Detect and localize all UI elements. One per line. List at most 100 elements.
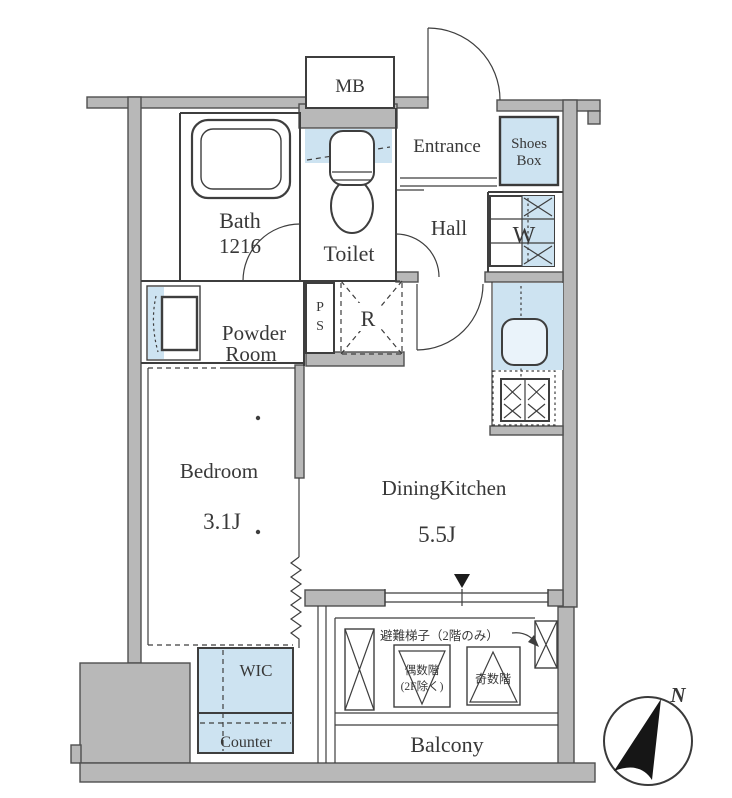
even-hatch-shape	[398, 650, 446, 706]
balcony-access-marker	[454, 574, 470, 588]
dining-kitchen: DiningKitchen 5.5J	[382, 476, 507, 588]
shoes-box-label-1: Shoes	[511, 136, 547, 152]
bath-door-arc	[242, 223, 301, 282]
shoes-box-label-2: Box	[516, 153, 542, 169]
washer-space: W	[487, 191, 563, 272]
entrance-label: Entrance	[413, 136, 481, 157]
dk-size-label: 5.5J	[418, 522, 456, 547]
window-lines	[384, 589, 549, 606]
odd-hatch-shape	[469, 650, 518, 703]
toilet-door-arc	[395, 233, 440, 278]
wall-bottom-left-foot	[70, 744, 82, 764]
ps-label-2: S	[316, 319, 324, 334]
service-strip	[317, 606, 327, 763]
handle-dot-bottom	[255, 529, 261, 535]
odd-floor-label: 奇数階	[475, 671, 511, 686]
pipe-space: P S	[305, 282, 335, 354]
dk-window	[384, 589, 549, 606]
mb-label: MB	[335, 76, 365, 97]
ps-box	[305, 282, 335, 354]
toilet-label: Toilet	[323, 241, 374, 266]
even-hatch-box	[393, 644, 451, 708]
bedroom-size-label: 3.1J	[203, 509, 241, 534]
hall-label: Hall	[431, 216, 467, 240]
toilet-bowl	[330, 178, 374, 234]
refrigerator-space: R	[340, 280, 403, 355]
toilet-tank	[329, 130, 375, 186]
compass: N	[603, 683, 693, 786]
bedroom: Bedroom 3.1J	[147, 367, 303, 648]
balcony-right-x	[534, 620, 558, 669]
entrance-door-arc	[427, 27, 501, 101]
wall-bottom-band	[79, 762, 596, 783]
wall-top-right	[496, 99, 601, 112]
fridge-label: R	[361, 306, 376, 331]
balcony-outline	[334, 617, 558, 763]
escape-ladder-note: 避難梯子（2階のみ）	[380, 628, 499, 643]
washstand-dash	[152, 295, 159, 353]
counter-label: Counter	[220, 734, 272, 751]
bathtub-inner	[200, 128, 282, 190]
compass-north-label: N	[669, 683, 686, 707]
powder-label-1: Powder	[222, 321, 286, 345]
wall-below-ps	[305, 351, 405, 367]
mb-outline	[305, 56, 395, 109]
wic-label: WIC	[239, 661, 272, 680]
odd-hatch-box	[466, 646, 521, 706]
powder-room: Powder Room	[141, 281, 305, 366]
wall-bedroom-dk-partition	[294, 364, 305, 479]
balcony-left-x	[344, 628, 375, 711]
bath-label: Bath	[219, 208, 261, 233]
even-floor-label-1: 偶数階	[405, 663, 440, 677]
toilet-room: Toilet	[305, 108, 397, 281]
accordion-door	[289, 556, 303, 648]
handle-dot-top	[255, 415, 261, 421]
wall-balcony-right	[557, 606, 575, 766]
escape-ladder-arrowhead	[528, 635, 539, 647]
dk-door	[416, 283, 484, 351]
compass-circle	[603, 696, 693, 786]
wall-bottom-left-block	[79, 662, 191, 764]
shoes-box	[498, 115, 560, 187]
wall-dk-bottom-right	[547, 589, 564, 607]
powder-walls	[141, 281, 305, 366]
washstand-blue	[148, 287, 164, 359]
wall-right	[562, 99, 578, 608]
wic-box	[197, 647, 294, 754]
wall-left	[127, 96, 142, 664]
entrance-area: Entrance Shoes Box Hall	[395, 115, 560, 278]
washer-nook-walls	[487, 191, 563, 272]
bathtub	[190, 118, 292, 200]
wall-kitchen-end	[489, 425, 564, 436]
even-floor-label-2: (2F除く)	[401, 679, 444, 693]
meter-box: MB	[305, 56, 395, 109]
balcony: 避難梯子（2階のみ） 偶数階 (2F除く) 奇数階 Balcony	[334, 617, 558, 763]
washer-grid	[490, 196, 554, 266]
entrance-door	[427, 27, 501, 101]
wall-dk-bottom-left	[304, 589, 386, 607]
compass-needle	[614, 699, 661, 780]
balcony-label: Balcony	[410, 732, 483, 757]
dk-label: DiningKitchen	[382, 476, 507, 500]
service-strip-walls	[317, 606, 327, 763]
wall-top-right-stub	[587, 110, 601, 125]
washer-cell-x	[523, 197, 553, 265]
wall-top-left	[86, 96, 429, 109]
washer-label: W	[513, 223, 536, 249]
entrance-step-lines	[396, 177, 497, 191]
bath-room: Bath 1216	[141, 112, 396, 282]
washstand-bowl	[160, 295, 199, 352]
powder-label-2: Room	[225, 342, 276, 366]
wic: WIC Counter	[197, 647, 294, 754]
kitchen	[491, 282, 563, 426]
outer-walls	[70, 96, 601, 783]
fridge-box	[340, 280, 403, 355]
bath-walls	[141, 112, 396, 282]
stove-burners	[503, 379, 546, 421]
dk-door-arc	[416, 283, 484, 351]
bedroom-label: Bedroom	[180, 459, 258, 483]
wall-hall-dk-right	[484, 271, 564, 283]
toilet-tank-lines	[332, 171, 372, 181]
